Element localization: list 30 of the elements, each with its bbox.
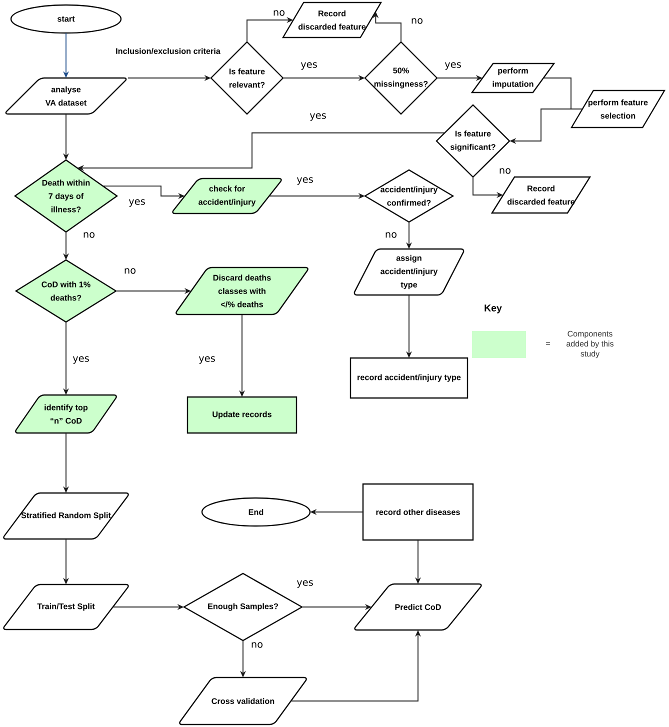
edge-label: no [250,640,264,650]
terminator-oval: start [10,4,122,34]
data-parallelogram: Discard deaths classes with </% deaths [176,266,308,316]
edge-label: no [384,230,398,240]
process-box: Update records [186,396,298,434]
edge-label: yes [197,354,217,366]
data-parallelogram: Predict CoD [354,583,482,631]
data-parallelogram: check for accident/injury [172,178,282,214]
process-box: record other diseases [362,483,474,541]
legend-text: Components added by this study [566,330,614,358]
data-parallelogram: assign accident/injury type [354,248,464,296]
edge-label: no [498,166,512,176]
edge-label: yes [308,112,328,122]
data-parallelogram: Train/Test Split [3,584,129,630]
edge-label: no [410,16,424,26]
legend-title: Key [484,304,502,314]
data-parallelogram: analyse VA dataset [5,77,127,115]
edge-label: yes [295,176,315,186]
data-parallelogram: identify top “n” CoD [15,394,117,434]
equals-sign: = [546,342,550,345]
edge-label: yes [299,60,319,72]
edge-label: no [82,230,96,240]
data-parallelogram: Cross validation [179,676,307,726]
edge-label: yes [71,354,91,366]
edge-label: no [122,266,138,276]
process-box: record accident/injury type [350,357,468,399]
edge-label: yes [443,60,463,72]
data-parallelogram: Stratified Random Split [3,492,129,540]
terminator-oval: End [201,497,311,527]
edge-label: yes [127,198,147,208]
